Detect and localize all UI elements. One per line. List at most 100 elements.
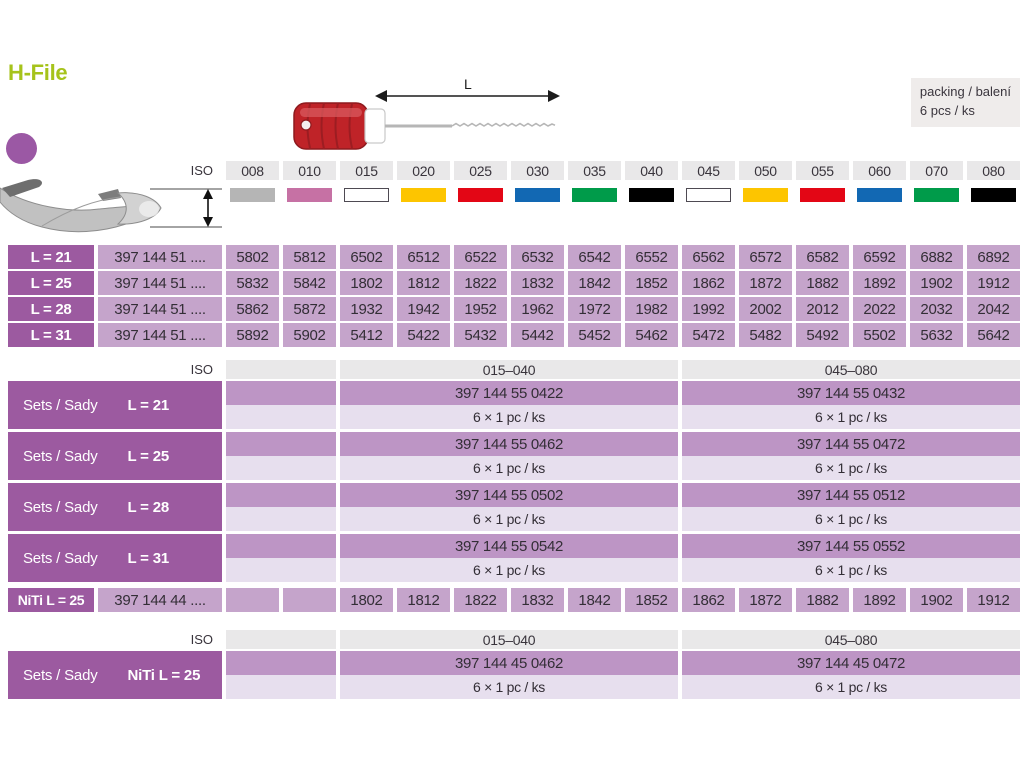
table-cell-empty [283,588,336,612]
set-cell-empty [226,432,336,456]
iso-size-header: 070 [910,161,963,180]
table-cell: 6562 [682,245,735,269]
set-order-code: 397 144 55 0462 [340,432,678,456]
sets-iso-header-label: ISO [190,362,213,377]
set-label-text: Sets / Sady [23,666,98,684]
table-cell: 1862 [682,271,735,295]
length-arrow-left-head [375,90,387,102]
table-cell: 5832 [226,271,279,295]
iso-color-swatch [401,188,446,202]
set-cell-empty [226,534,336,558]
table-cell: 5902 [283,323,336,347]
table-cell: 5892 [226,323,279,347]
row-label: NiTi L = 25 [8,588,94,612]
iso-color-swatch [458,188,503,202]
table-cell: 6502 [340,245,393,269]
iso-color-swatch [686,188,731,202]
set-cell-empty [226,456,336,480]
table-cell: 1812 [397,271,450,295]
set-row-label: Sets / Sady L = 28 [8,483,222,531]
table-cell: 5472 [682,323,735,347]
table-cell: 1912 [967,271,1020,295]
set-order-code: 397 144 45 0472 [682,651,1020,675]
table-cell: 1892 [853,271,906,295]
swatch-cell [796,187,849,203]
iso-header-row: ISO 008 010 015 020 025 030 035 040 045 … [8,161,1020,180]
swatch-cell [739,187,792,203]
set-label-text: Sets / Sady [23,549,98,567]
iso-size-header: 015 [340,161,393,180]
swatch-cell [340,187,393,203]
section-dot-icon [6,133,37,164]
table-cell: 1852 [625,271,678,295]
swatch-cell [853,187,906,203]
table-cell: 1802 [340,588,393,612]
table-cell: 1902 [910,588,963,612]
set-order-code: 397 144 45 0462 [340,651,678,675]
table-cell: 5812 [283,245,336,269]
file-collar [364,108,386,144]
table-cell: 5482 [739,323,792,347]
set-cell-empty [226,381,336,405]
set-pack-info: 6 × 1 pc / ks [682,558,1020,582]
table-cell: 1962 [511,297,564,321]
iso-size-header: 060 [853,161,906,180]
sets-iso-header-row: ISO 015–040 045–080 [8,360,1020,384]
iso-color-swatch [857,188,902,202]
set-cell-empty [226,651,336,675]
set-label-variant: L = 25 [127,447,170,465]
table-cell: 2002 [739,297,792,321]
set-order-code: 397 144 55 0472 [682,432,1020,456]
iso-size-header: 008 [226,161,279,180]
set-cell-empty [226,483,336,507]
niti-sets-iso-header-label: ISO [190,632,213,647]
iso-header-label: ISO [190,163,213,178]
table-cell: 1932 [340,297,393,321]
table-cell: 2032 [910,297,963,321]
set-label-variant: L = 21 [127,396,170,414]
table-cell: 1902 [910,271,963,295]
set-pack-info: 6 × 1 pc / ks [340,675,678,699]
table-cell: 5632 [910,323,963,347]
swatch-cell [454,187,507,203]
table-cell: 5442 [511,323,564,347]
swatch-cell [226,187,279,203]
file-blade-flute-dark [2,179,42,197]
iso-size-header: 030 [511,161,564,180]
table-cell: 1842 [568,271,621,295]
handle-hole [300,119,312,131]
length-arrow-right-head [548,90,560,102]
sets-range-header: 015–040 [340,360,678,379]
row-label: L = 28 [8,297,94,321]
packing-line1: packing / balení [919,84,1011,99]
order-code: 397 144 51 .... [98,271,222,295]
iso-color-swatch [914,188,959,202]
table-cell: 2022 [853,297,906,321]
diameter-arrow-up-head [203,189,213,199]
table-cell: 5492 [796,323,849,347]
table-cell: 5642 [967,323,1020,347]
set-label-text: Sets / Sady [23,498,98,516]
table-cell: 6542 [568,245,621,269]
table-cell: 6582 [796,245,849,269]
iso-color-swatch [572,188,617,202]
handle-ridge [334,102,339,150]
table-cell: 1872 [739,588,792,612]
iso-color-row-spacer [8,187,222,203]
set-order-code: 397 144 55 0502 [340,483,678,507]
set-row-l28: Sets / Sady L = 28 397 144 55 0502 6 × 1… [8,483,1020,531]
iso-color-swatch [287,188,332,202]
table-cell: 5412 [340,323,393,347]
table-cell: 1842 [568,588,621,612]
set-order-code: 397 144 55 0512 [682,483,1020,507]
order-code: 397 144 51 .... [98,245,222,269]
set-pack-info: 6 × 1 pc / ks [682,456,1020,480]
handle-highlight [300,108,362,117]
handle-ridge [348,103,353,149]
set-cell-empty [226,675,336,699]
swatch-cell [967,187,1020,203]
set-cell-empty [226,507,336,531]
table-cell: 5842 [283,271,336,295]
table-cell: 1982 [625,297,678,321]
